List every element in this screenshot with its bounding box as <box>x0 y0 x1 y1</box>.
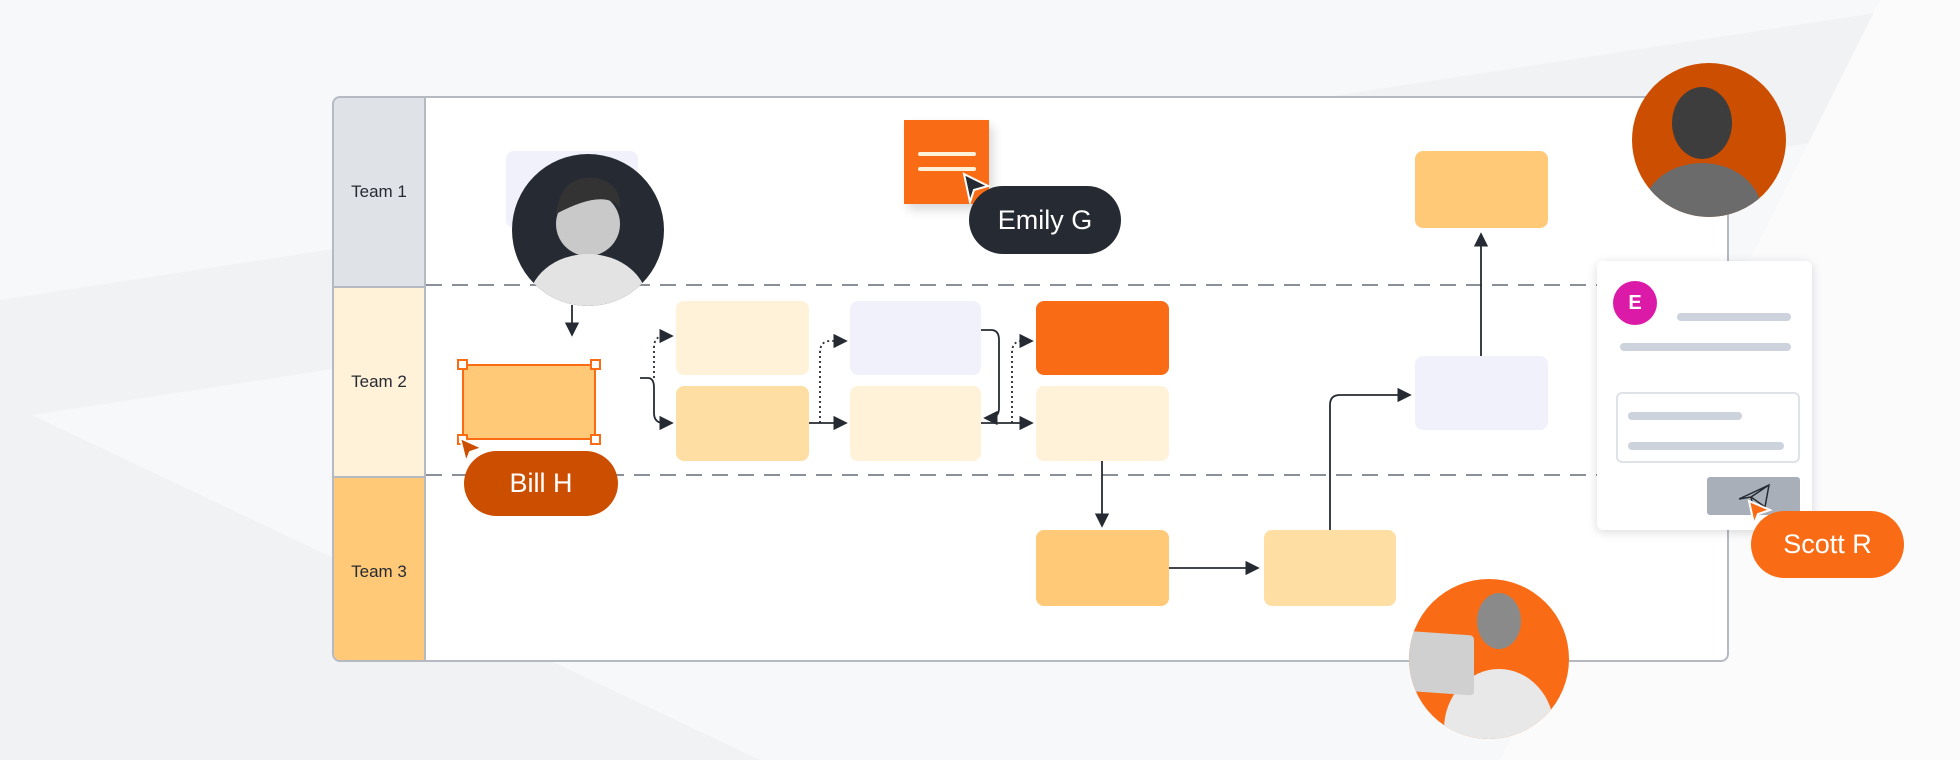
bill-cursor-label: Bill H <box>464 451 618 516</box>
resize-handle[interactable] <box>457 359 468 370</box>
scott-cursor-label: Scott R <box>1751 511 1904 578</box>
process-box[interactable] <box>1036 386 1169 461</box>
comment-card: E <box>1597 261 1812 530</box>
process-box[interactable] <box>850 301 981 375</box>
process-box[interactable] <box>1415 151 1548 228</box>
comment-input[interactable] <box>1616 392 1800 463</box>
lane-team-3[interactable]: Team 3 <box>334 476 426 660</box>
note-line <box>918 152 976 156</box>
process-box[interactable] <box>850 386 981 461</box>
placeholder-line <box>1677 313 1791 321</box>
lane-label: Team 3 <box>351 562 407 581</box>
process-box[interactable] <box>1264 530 1396 606</box>
placeholder-line <box>1620 343 1791 351</box>
lane-team-1[interactable]: Team 1 <box>334 98 426 286</box>
process-box[interactable] <box>676 301 809 375</box>
process-box[interactable] <box>1036 301 1169 375</box>
placeholder-line <box>1628 412 1742 420</box>
lane-label: Team 1 <box>351 182 407 201</box>
collaborator-avatar-photo <box>1409 579 1569 739</box>
scott-avatar-photo <box>1632 63 1786 217</box>
process-box[interactable] <box>1036 530 1169 606</box>
emily-cursor-label: Emily G <box>969 186 1121 254</box>
cursor-arrow-icon <box>1747 499 1773 526</box>
commenter-avatar: E <box>1613 281 1657 325</box>
resize-handle[interactable] <box>590 434 601 445</box>
placeholder-line <box>1628 442 1784 450</box>
process-box[interactable] <box>676 386 809 461</box>
lane-team-2[interactable]: Team 2 <box>334 286 426 476</box>
bill-avatar-photo <box>512 154 664 306</box>
cursor-arrow-icon <box>458 436 485 464</box>
process-box[interactable] <box>1415 356 1548 430</box>
selected-process-box[interactable] <box>457 359 601 445</box>
note-line <box>918 167 976 171</box>
lane-label: Team 2 <box>351 372 407 391</box>
cursor-arrow-icon <box>962 172 991 204</box>
resize-handle[interactable] <box>590 359 601 370</box>
